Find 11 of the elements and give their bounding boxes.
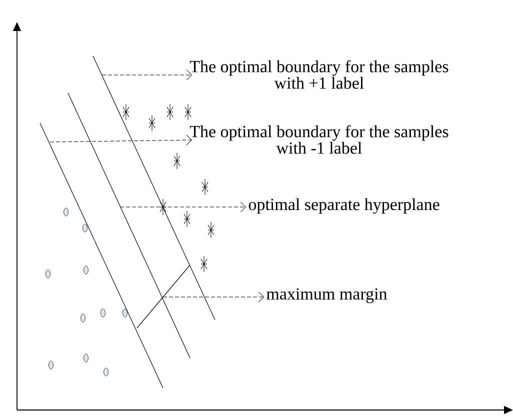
hyperplane-line [68,92,190,358]
leader-arrow [50,134,192,146]
leader-arrow [102,70,192,80]
leader-arrow [120,202,246,212]
annotation-text: optimal separate hyperplane [248,198,440,214]
boundary-line [92,56,216,320]
boundary-line [40,122,164,388]
annotation-text: The optimal boundary for the samples with +1 label [190,60,448,89]
annotation-text: The optimal boundary for the samples with -1 label [190,125,448,154]
annotation-text: maximum margin [266,288,388,304]
leader-arrow [162,292,264,302]
